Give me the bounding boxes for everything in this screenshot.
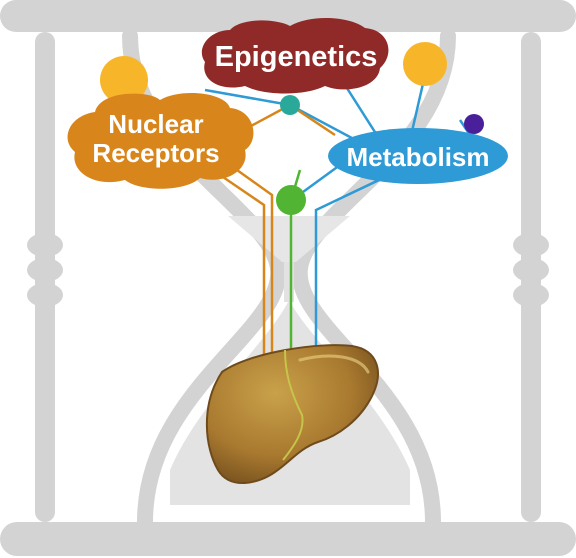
hourglass-bottom-bar	[0, 522, 576, 556]
hourglass-top-bar	[0, 0, 576, 32]
hourglass-right-knob-1	[513, 233, 549, 257]
line-orange-down-1	[219, 173, 266, 365]
liver-vein	[282, 349, 304, 461]
nuclear-receptors-shape	[67, 93, 254, 189]
epigenetics-shape	[201, 17, 389, 94]
node-teal	[280, 95, 300, 115]
metabolism-label: Metabolism	[346, 142, 489, 172]
hourglass-right-knob-3	[513, 283, 549, 307]
hourglass-left-knob-2	[27, 258, 63, 282]
epigenetics-label: Epigenetics	[215, 41, 378, 73]
nuclear-receptors-label-line1: Nuclear	[108, 109, 203, 139]
sand-top	[228, 216, 350, 262]
liver-shape	[205, 344, 379, 485]
liver-highlight	[298, 354, 370, 374]
liver-icon	[205, 344, 379, 485]
line-blue-1	[204, 88, 291, 107]
line-orange-down-2	[229, 163, 274, 365]
hourglass-left-knob-3	[27, 283, 63, 307]
node-yellow-left	[100, 56, 148, 104]
metabolism-shape	[328, 128, 508, 184]
node-purple	[464, 114, 484, 134]
line-blue-down	[314, 168, 401, 362]
hourglass-left-knob-1	[27, 233, 63, 257]
nuclear-receptors-label-line2: Receptors	[92, 138, 219, 168]
sand-stream	[284, 262, 294, 302]
hourglass-right-knob-2	[513, 258, 549, 282]
line-blue-3	[343, 84, 382, 141]
metabolism-bubble: Metabolism	[328, 128, 508, 184]
node-green	[276, 185, 306, 215]
nuclear-receptors-bubble: Nuclear Receptors	[67, 93, 254, 189]
node-yellow-right	[403, 42, 447, 86]
epigenetics-bubble: Epigenetics	[201, 17, 389, 94]
